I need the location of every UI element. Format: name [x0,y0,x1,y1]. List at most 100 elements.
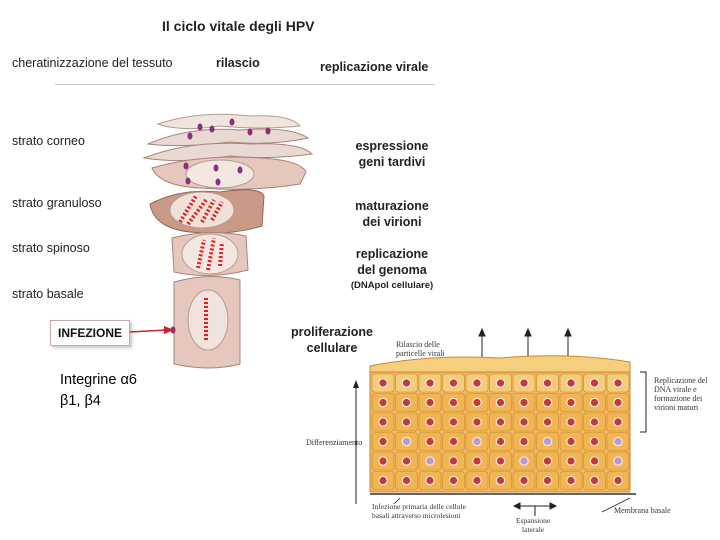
tissue-cell-nucleus [519,397,529,408]
tissue-cell-nucleus [566,417,576,427]
tissue-cell-nucleus [542,436,553,447]
granular-nucleus-upper [185,159,255,189]
stage-cell-proliferation: proliferazione cellulare [276,324,388,356]
tissue-cell-nucleus [613,436,623,447]
tissue-cell-nucleus [448,475,459,486]
tissue-cross-section [353,327,647,516]
replication-label: Replicazione del DNA virale e formazione… [654,376,708,412]
tissue-cell-nucleus [448,397,459,408]
infection-box: INFEZIONE [50,320,130,346]
tissue-cell-nucleus [566,456,576,466]
tissue-cell-nucleus [519,456,529,466]
tissue-cell-nucleus [378,456,388,466]
tissue-cell-nucleus [378,436,388,447]
tissue-cell-nucleus [401,456,412,466]
integrins-line1: Integrine α6 [60,372,137,388]
stage-virion-maturation-line2: dei virioni [362,215,422,229]
replication-label-line2: DNA virale e [654,385,697,394]
header-divider [55,84,435,85]
tissue-cell-nucleus [542,397,553,408]
stage-late-genes: espressione geni tardivi [336,138,448,170]
replication-label-line3: formazione dei [654,394,703,403]
release-label-line1: Rilascio delle [396,340,440,349]
integrins-label: Integrine α6 β1, β4 [60,370,137,412]
lateral-expansion-line1: Espansione [516,516,551,525]
stage-late-genes-line2: geni tardivi [358,155,426,169]
tissue-cell-nucleus [401,475,412,486]
primary-infection-label: Infezione primaria delle cellule basali … [372,502,466,520]
tissue-cell-nucleus [542,456,553,466]
tissue-cell-nucleus [495,456,506,466]
tissue-cell-nucleus [495,475,506,486]
tissue-cell-nucleus [613,417,623,427]
tissue-cell-nucleus [542,475,553,486]
tissue-cell-nucleus [425,436,435,447]
virion-assembly-red [178,194,224,226]
header-viral-replication: replicazione virale [320,60,429,74]
diagram-title: Il ciclo vitale degli HPV [162,18,315,34]
tissue-cell-nucleus [448,456,459,466]
tissue-cell-nucleus [378,475,388,486]
tissue-cell-nucleus [589,436,600,447]
tissue-cell-nucleus [472,436,482,447]
tissue-cell-nucleus [495,397,506,408]
epithelium-diagram [142,113,314,369]
stage-genome-replication: replicazione del genoma (DNApol cellular… [330,246,454,294]
tissue-cell-nucleus [566,397,576,408]
tissue-cell-nucleus [566,378,576,388]
tissue-cell-nucleus [472,417,482,427]
stage-genome-replication-line1: replicazione [355,247,429,261]
tissue-cell-nucleus [613,456,623,466]
lateral-expansion-arrow [512,502,558,516]
header-release: rilascio [216,56,260,70]
release-label-line2: particelle virali [396,349,445,358]
tissue-cell-nucleus [425,456,435,466]
tissue-cell-nucleus [589,456,600,466]
membrane-pointer [601,497,631,513]
tissue-cell-nucleus [613,397,623,408]
tissue-cell-nucleus [401,436,412,447]
virion-cluster-late [183,162,243,186]
tissue-cell-nucleus [425,378,435,388]
tissue-cell-nucleus [448,436,459,447]
label-strato-basale: strato basale [12,287,84,301]
tissue-cell-nucleus [378,417,388,427]
tissue-cell-nucleus [589,378,600,388]
tissue-cell-nucleus [448,378,459,388]
integrins-line2: β1, β4 [60,393,101,409]
label-strato-corneo: strato corneo [12,134,85,148]
corneum-flake-1 [156,113,301,130]
tissue-cell-nucleus [401,417,412,427]
tissue-cell-nucleus [566,475,576,486]
tissue-cell-nucleus [519,436,529,447]
replication-label-line4: virioni maturi [654,403,699,412]
tissue-cell-nucleus [401,378,412,388]
primary-infection-line2: basali attraverso microlesioni [372,511,461,520]
lateral-expansion-label: Espansione laterale [516,516,550,534]
label-strato-granuloso: strato granuloso [12,196,102,210]
tissue-cell-nucleus [495,378,506,388]
tissue-cell-nucleus [425,475,435,486]
tissue-cell-nucleus [519,475,529,486]
stage-virion-maturation-line1: maturazione [355,199,429,213]
basement-membrane-label: Membrana basale [614,506,671,515]
tissue-cell-nucleus [519,417,529,427]
release-label: Rilascio delle particelle virali [396,340,445,358]
tissue-cell-nucleus [519,378,529,388]
virion-cluster-release [187,118,271,140]
replication-label-line1: Replicazione del [654,376,708,385]
tissue-cell-nucleus [378,378,388,388]
tissue-cell-nucleus [589,397,600,408]
tissue-cell-nucleus [425,417,435,427]
infection-pointer [393,497,401,505]
genome-replication-red [196,237,224,271]
tissue-cell-nucleus [401,397,412,408]
tissue-cell-grid [371,373,630,490]
primary-infection-line1: Infezione primaria delle cellule [372,502,466,511]
stage-virion-maturation: maturazione dei virioni [336,198,448,230]
replication-bracket [640,371,647,433]
infection-arrow [129,326,174,334]
differentiation-arrow [353,380,359,504]
tissue-cell-nucleus [472,456,482,466]
label-strato-spinoso: strato spinoso [12,241,90,255]
